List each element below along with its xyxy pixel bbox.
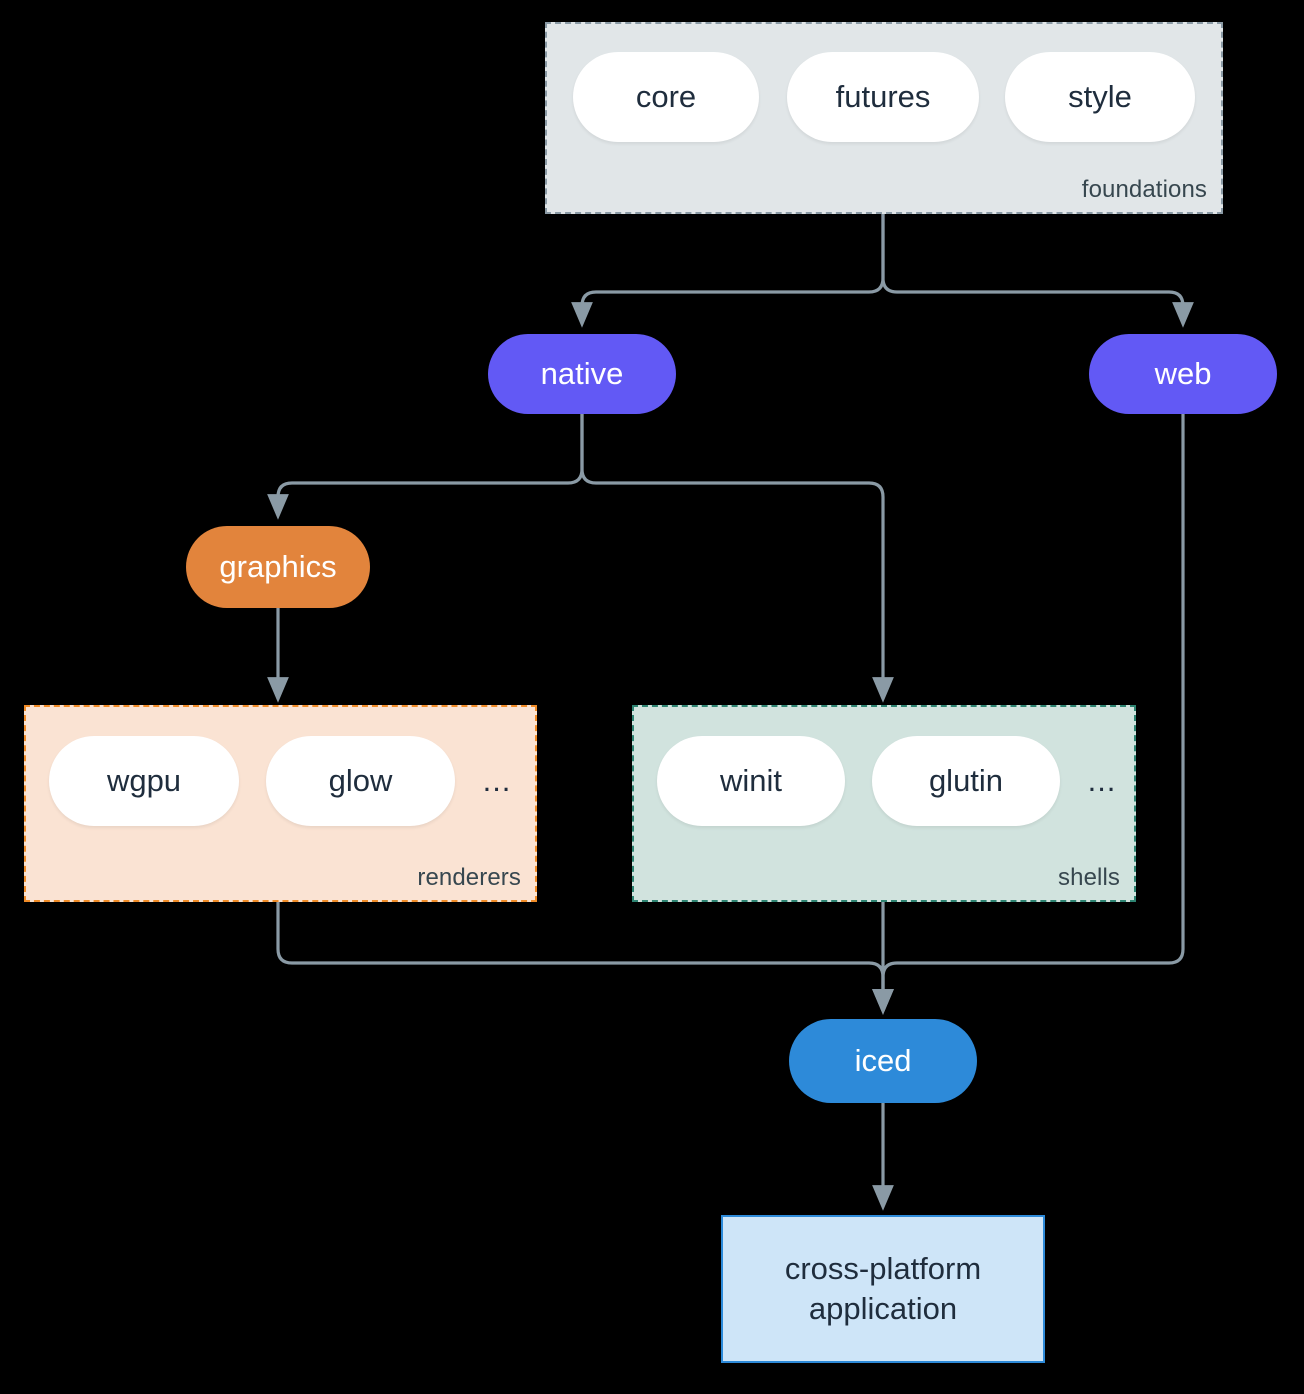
node-wgpu-label: wgpu xyxy=(106,763,182,798)
node-iced[interactable]: iced xyxy=(789,1019,977,1103)
node-native[interactable]: native xyxy=(488,334,676,414)
edge-native-shells xyxy=(580,414,894,703)
cluster-foundations-label: foundations xyxy=(1081,176,1207,203)
node-web-label: web xyxy=(1154,356,1212,391)
node-futures[interactable]: futures xyxy=(787,52,979,142)
node-shells-more: ... xyxy=(1079,763,1125,798)
node-shells-more-label: ... xyxy=(1087,763,1117,798)
edge-native-graphics xyxy=(267,414,584,520)
edge-foundations-native xyxy=(571,214,885,328)
node-glutin[interactable]: glutin xyxy=(872,736,1060,826)
node-glow[interactable]: glow xyxy=(266,736,455,826)
node-futures-label: futures xyxy=(835,79,931,114)
node-winit[interactable]: winit xyxy=(657,736,845,826)
node-renderers-more-label: ... xyxy=(482,763,512,798)
cluster-shells-label: shells xyxy=(1058,864,1120,891)
node-glow-label: glow xyxy=(328,763,393,798)
node-wgpu[interactable]: wgpu xyxy=(49,736,239,826)
node-graphics-label: graphics xyxy=(219,549,337,584)
node-native-label: native xyxy=(540,356,624,391)
node-core-label: core xyxy=(635,79,697,114)
node-application-label-line2: application xyxy=(808,1291,958,1326)
node-iced-label: iced xyxy=(854,1043,912,1078)
node-application[interactable]: cross-platform application xyxy=(721,1215,1045,1363)
node-glutin-label: glutin xyxy=(928,763,1004,798)
node-renderers-more: ... xyxy=(474,763,520,798)
node-core[interactable]: core xyxy=(573,52,759,142)
edge-foundations-web xyxy=(881,214,1194,328)
edge-renderers-iced xyxy=(276,902,894,1015)
node-application-label-line1: cross-platform xyxy=(784,1251,982,1287)
node-style[interactable]: style xyxy=(1005,52,1195,142)
node-graphics[interactable]: graphics xyxy=(186,526,370,608)
node-winit-label: winit xyxy=(719,763,782,798)
node-style-label: style xyxy=(1068,79,1132,114)
cluster-renderers-label: renderers xyxy=(417,864,521,891)
node-web[interactable]: web xyxy=(1089,334,1277,414)
